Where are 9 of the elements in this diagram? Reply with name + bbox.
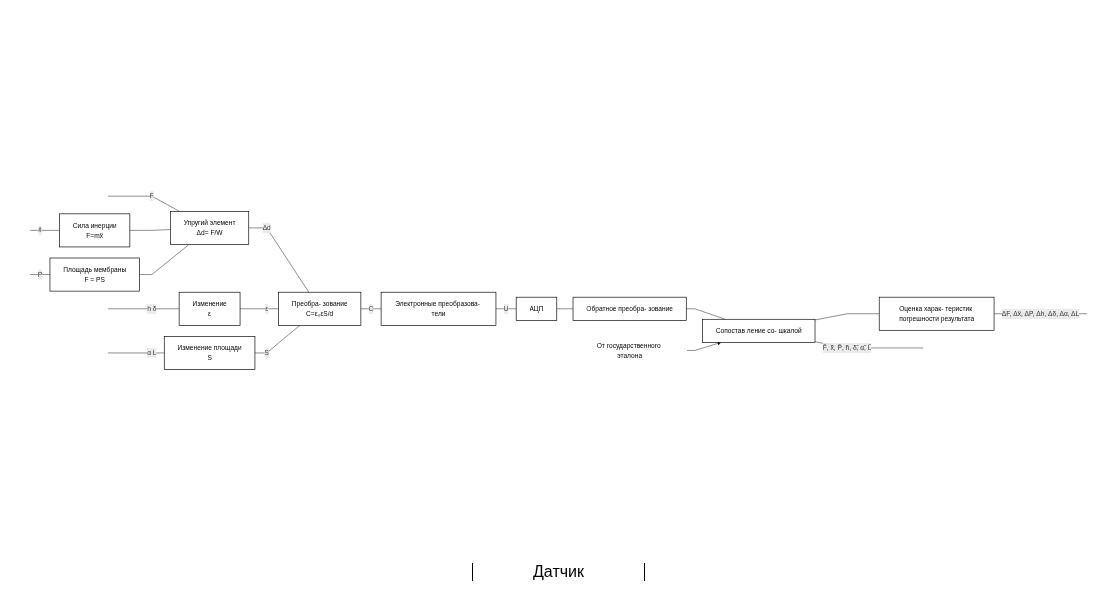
connector bbox=[139, 244, 190, 275]
connector bbox=[686, 308, 726, 320]
bracket-label: Датчик bbox=[472, 563, 645, 581]
connector bbox=[239, 308, 279, 309]
connector bbox=[254, 325, 301, 354]
connector bbox=[129, 229, 171, 231]
connector bbox=[107, 195, 180, 212]
connector bbox=[29, 230, 60, 231]
connector bbox=[814, 313, 880, 321]
